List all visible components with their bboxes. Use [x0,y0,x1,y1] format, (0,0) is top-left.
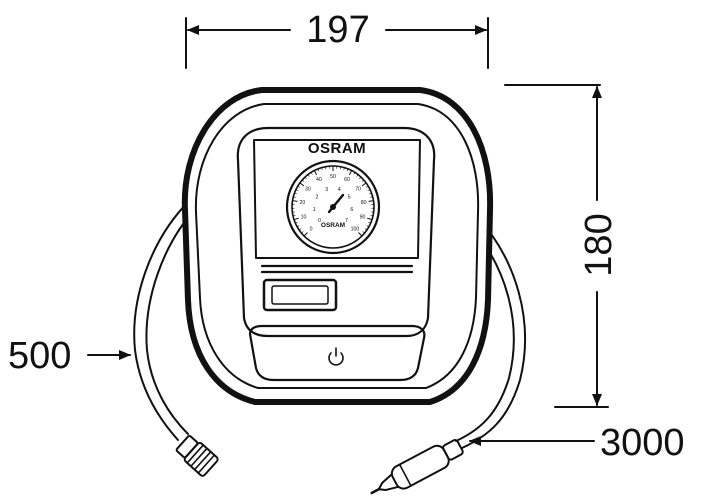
gauge-tick [362,231,365,234]
height-label: 180 [578,213,620,276]
gauge-tick [366,225,370,228]
gauge-tick [299,182,305,187]
gauge-brand-text: OSRAM [321,222,345,229]
gauge-tick [307,174,310,177]
gauge-tick [296,225,300,228]
gauge-tick [369,192,372,195]
gauge-tick [343,167,345,171]
gauge-tick [292,215,296,217]
gauge-tick [361,182,367,187]
front-panel [236,126,436,338]
gauge-tick [310,172,313,175]
gauge-outer-label: 60 [344,177,350,183]
gauge-inner-label: 2 [315,195,318,201]
air-hose-dimension: 500 [8,335,131,377]
gauge-tick [295,189,299,191]
gauge-tick [295,222,298,224]
gauge-tick [293,196,296,198]
gauge-inner-label: 6 [350,207,353,213]
gauge-tick [367,217,373,221]
gauge-ticks [292,166,374,237]
gauge-tick [304,176,307,180]
gauge-inner-label: 4 [338,187,341,193]
gauge-tick [292,200,298,202]
width-dimension: 197 [185,9,489,69]
air-hose [133,199,219,477]
gauge-tick [293,217,299,221]
gauge-tick [361,179,364,182]
gauge-tick [348,170,353,176]
gauge-outer-label: 10 [301,214,307,220]
gauge-tick [365,185,369,188]
gauge-outer-label: 80 [361,200,367,206]
power-cable [370,219,527,495]
gauge-tick [359,176,362,180]
gauge-tick [303,232,308,237]
gauge-outer-label: 0 [310,227,313,233]
gauge-tick [368,222,371,224]
gauge-hub [330,204,336,210]
gauge-tick [368,200,374,202]
cigarette-lighter-plug [370,439,464,495]
gauge-inner-label: 7 [345,218,348,224]
gauge-tick [302,179,305,182]
gauge-tick [298,228,302,231]
gauge-outer-label: 70 [355,187,361,193]
digital-display [262,278,338,312]
power-button[interactable] [248,324,426,382]
power-icon [328,347,344,366]
power-cable-dimension: 3000 [469,422,685,464]
gauge-tick [301,231,304,234]
gauge-outer-label: 20 [299,200,305,206]
gauge-tick [321,167,323,171]
gauge-inner-label: 3 [325,187,328,193]
gauge-tick [370,196,373,198]
gauge-tick [364,228,368,231]
gauge-tick [356,174,359,177]
gauge-tick [353,172,356,175]
gauge-inner-scale: 01 2 3 4 5 67 [313,187,354,224]
gauge-outer-label: 100 [351,227,360,233]
gauge-window [253,139,421,259]
gauge-tick [367,189,371,191]
gauge-outer-label: 90 [360,214,366,220]
brand-logo-text: OSRAM [308,140,366,157]
air-hose-length-label: 500 [8,335,71,377]
height-dimension: 180 [504,84,620,408]
gauge-inner-label: 1 [313,207,316,213]
gauge-tick [317,168,320,172]
gauge-inner-label: 0 [318,218,321,224]
gauge-inner-label: 5 [348,195,351,201]
width-label: 197 [306,9,369,51]
compressor-body: OSRAM [181,87,494,405]
gauge-tick [346,168,349,172]
gauge-outer-label: 30 [305,187,311,193]
power-cable-length-label: 3000 [600,422,685,464]
gauge-outer-label: 40 [316,177,322,183]
gauge-tick [358,232,363,237]
gauge-tick [297,185,301,188]
gauge-tick [313,170,318,176]
air-hose-valve-connector [175,435,219,477]
gauge-tick [294,192,297,195]
gauge-outer-label: 50 [330,174,336,180]
gauge-tick [370,215,374,217]
